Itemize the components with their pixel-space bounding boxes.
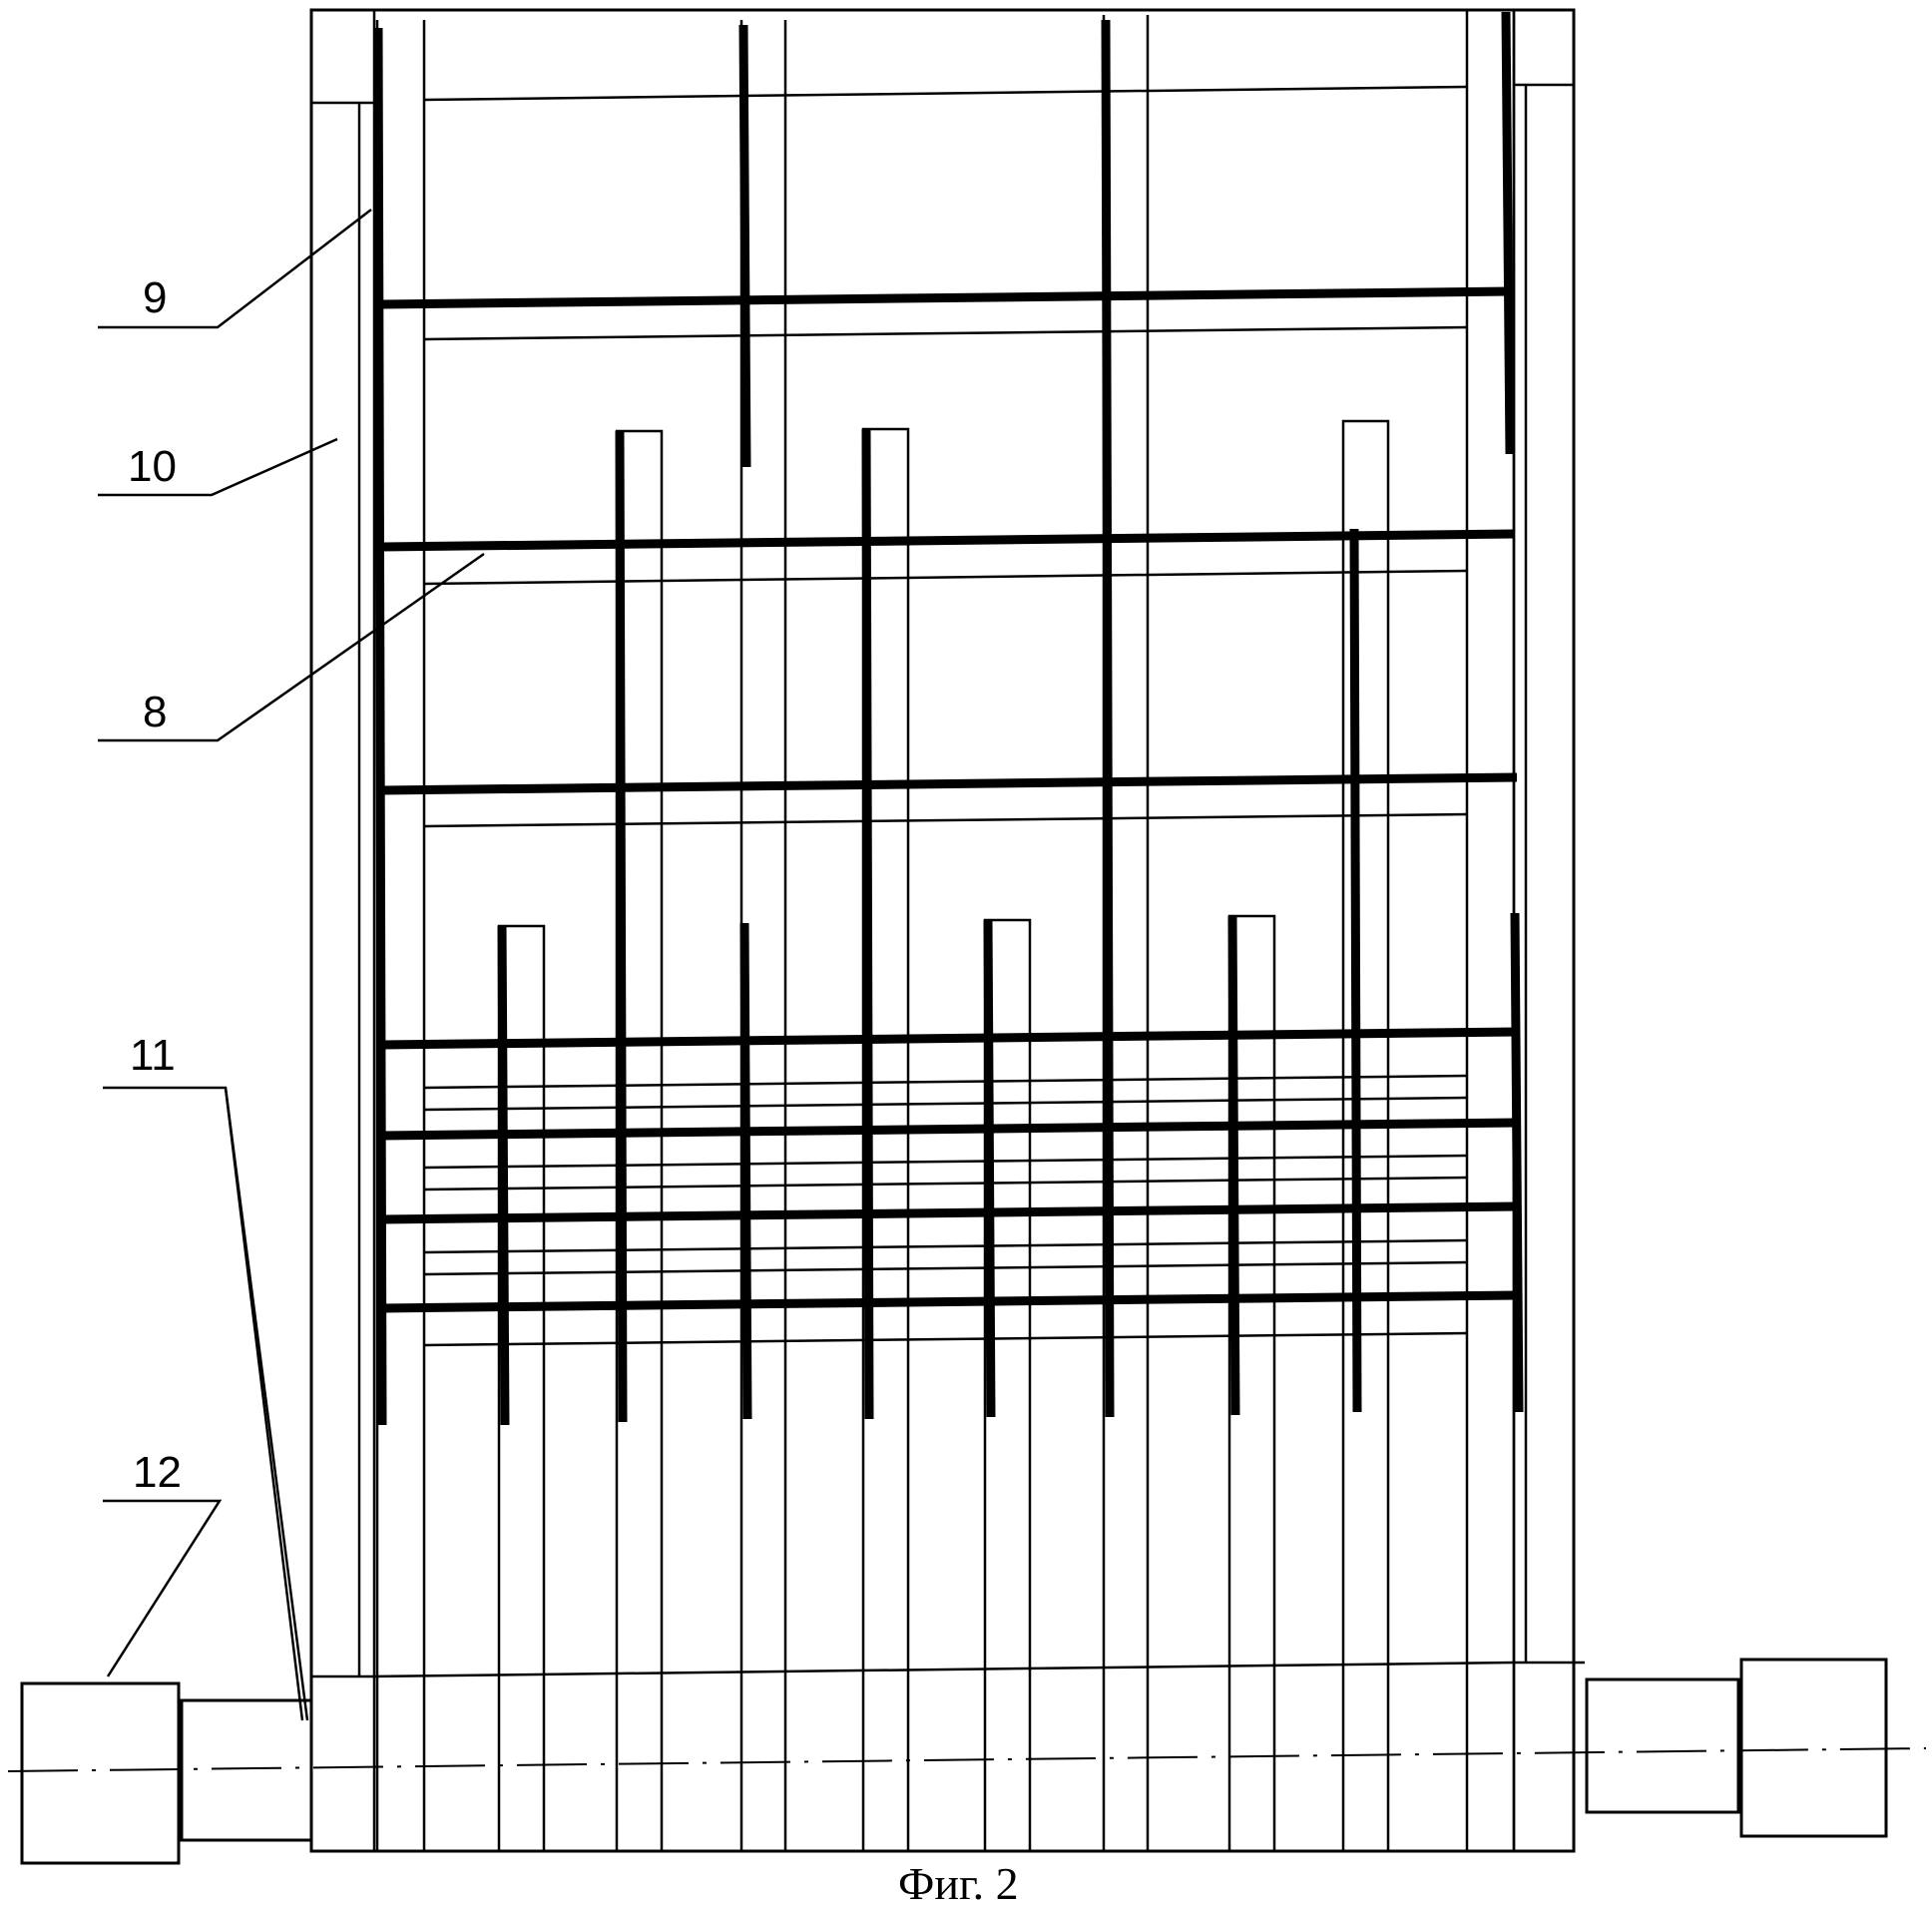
bold-horizontal-bars: [381, 286, 1518, 1313]
right-drive: [1585, 1658, 1888, 1838]
leader-11b: [224, 1087, 309, 1721]
bold-vertical-bars: [373, 11, 1524, 1426]
label-9: 9: [143, 273, 167, 322]
leader-10: [98, 437, 338, 497]
medium-slats: [615, 419, 1390, 1851]
thin-rails: [423, 85, 1468, 1347]
leader-8: [98, 552, 485, 742]
figure-caption: Фиг. 2: [898, 1858, 1019, 1908]
leader-11: [103, 1086, 304, 1721]
left-shaft-coupling: [180, 1698, 313, 1842]
center-axis-line: [7, 1747, 1927, 1772]
left-drive: [20, 1681, 313, 1865]
outer-frame: [309, 8, 1576, 1853]
label-10: 10: [128, 442, 177, 491]
label-12: 12: [133, 1448, 182, 1497]
left-side-post: [311, 10, 376, 1851]
right-shaft-coupling: [1585, 1677, 1740, 1814]
leader-9: [98, 209, 372, 329]
short-slats: [497, 914, 1276, 1851]
leader-12: [103, 1499, 223, 1677]
label-8: 8: [143, 688, 167, 736]
bottom-base-row: [373, 1661, 1515, 1678]
left-motor-box: [20, 1681, 181, 1865]
right-motor-box: [1739, 1658, 1888, 1838]
leader-lines: [98, 209, 485, 1721]
label-11: 11: [130, 1031, 176, 1080]
